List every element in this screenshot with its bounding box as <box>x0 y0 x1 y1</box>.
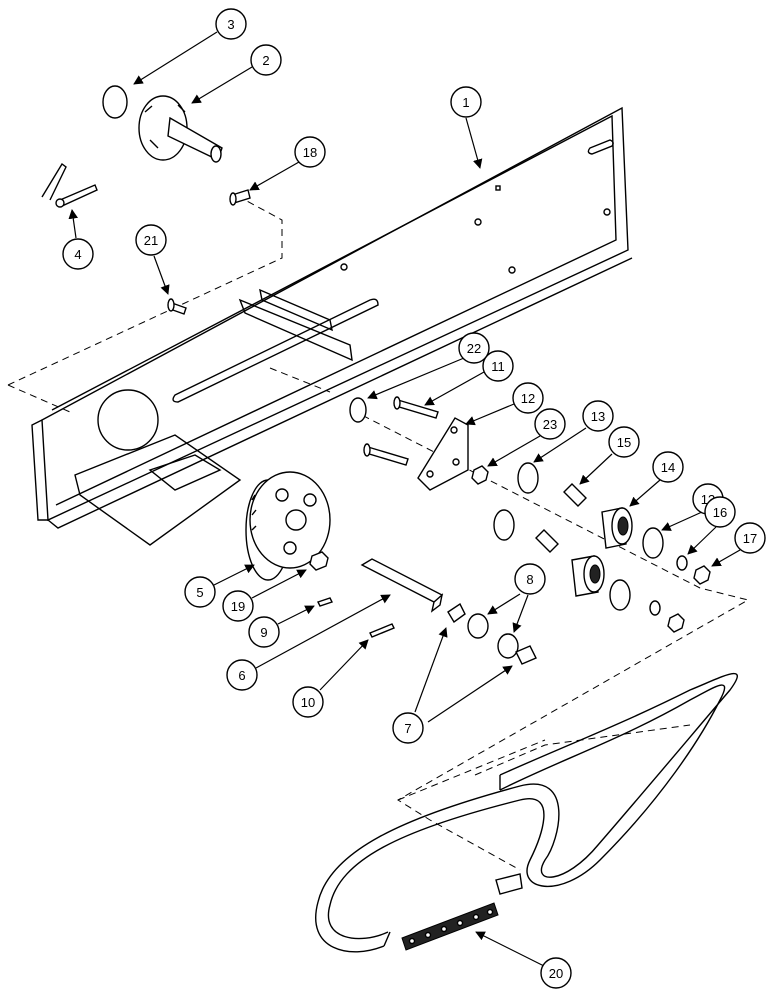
callout-10: 10 <box>292 639 369 718</box>
square-washer-7b <box>515 645 537 665</box>
pin-part <box>41 162 98 208</box>
roller-part-14b <box>571 555 605 597</box>
callout-label: 23 <box>543 417 557 432</box>
callout-15: 15 <box>579 426 640 485</box>
callout-label: 1 <box>462 95 469 110</box>
callout-12: 12 <box>465 382 544 426</box>
callout-label: 2 <box>262 53 269 68</box>
callout-label: 11 <box>491 359 505 374</box>
washer-part-22 <box>349 397 367 423</box>
callout-6: 6 <box>226 594 391 691</box>
callout-label: 21 <box>144 233 158 248</box>
callout-14: 14 <box>629 451 684 507</box>
callout-label: 20 <box>549 966 563 981</box>
pulley-part <box>245 471 331 581</box>
pin-part-10 <box>369 623 395 638</box>
callout-label: 13 <box>591 409 605 424</box>
callout-8: 8 <box>487 563 546 633</box>
assembly-dashed-lines <box>7 199 750 871</box>
callout-20: 20 <box>475 931 572 989</box>
bolt-part-21 <box>167 298 187 315</box>
belt-part-20 <box>315 673 738 953</box>
callout-label: 9 <box>260 625 267 640</box>
square-washer-7a <box>447 602 466 624</box>
callout-label: 19 <box>231 599 245 614</box>
plate-part-12 <box>417 417 469 491</box>
callout-label: 15 <box>617 435 631 450</box>
nut-part-17b <box>667 613 685 633</box>
callout-label: 10 <box>301 695 315 710</box>
bolt-part-18 <box>229 189 251 206</box>
callout-18: 18 <box>249 136 326 191</box>
callout-label: 12 <box>521 391 535 406</box>
callout-13-upper: 13 <box>533 400 614 463</box>
callout-11: 11 <box>424 350 514 406</box>
callout-7: 7 <box>392 627 513 744</box>
washer-part-13d <box>609 579 631 611</box>
callout-label: 6 <box>238 668 245 683</box>
nut-part-19 <box>309 551 329 571</box>
knob-part <box>138 95 223 163</box>
callout-label: 7 <box>404 721 411 736</box>
callout-23: 23 <box>487 408 566 467</box>
washer-part-16a <box>676 555 688 571</box>
spacer-part-15b <box>535 529 559 553</box>
callout-label: 4 <box>74 247 81 262</box>
callout-label: 18 <box>303 145 317 160</box>
washer-part-13a <box>517 462 539 494</box>
callout-label: 8 <box>526 572 533 587</box>
callout-label: 3 <box>227 17 234 32</box>
ring-part-8a <box>467 613 489 639</box>
washer-part-13c <box>493 509 515 541</box>
callout-9: 9 <box>248 605 315 648</box>
callout-3: 3 <box>133 8 247 85</box>
callout-label: 17 <box>743 531 757 546</box>
o-ring-part <box>102 85 128 119</box>
callout-4: 4 <box>62 209 94 270</box>
callout-22: 22 <box>367 332 490 400</box>
nut-part-17a <box>693 565 711 585</box>
callout-1: 1 <box>450 86 483 169</box>
roller-part-14a <box>601 507 633 549</box>
callout-label: 5 <box>196 585 203 600</box>
nut-part-23 <box>471 465 489 485</box>
callout-label: 22 <box>467 341 481 356</box>
callout-2: 2 <box>191 44 282 104</box>
callout-17: 17 <box>711 522 766 567</box>
callout-16: 16 <box>687 496 736 555</box>
callout-19: 19 <box>222 569 307 622</box>
bar-part-6 <box>360 558 444 613</box>
callout-label: 14 <box>661 460 675 475</box>
pin-part-9 <box>317 597 333 607</box>
washer-part-16b <box>649 600 661 616</box>
callout-21: 21 <box>135 224 170 295</box>
ring-part-8b <box>497 633 519 659</box>
frame-side-sheet <box>31 106 633 546</box>
callout-label: 16 <box>713 505 727 520</box>
bolt-part-11 <box>363 396 439 466</box>
spacer-part-15 <box>563 483 587 507</box>
callout-5: 5 <box>184 564 255 608</box>
washer-part-13b <box>642 527 664 559</box>
